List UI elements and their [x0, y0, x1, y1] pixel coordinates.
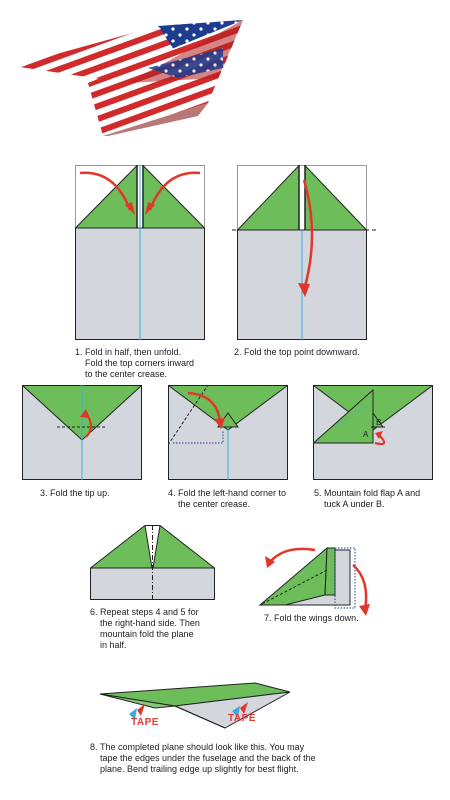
step-3-diagram: [22, 385, 142, 480]
step-2-diagram: [232, 165, 377, 340]
fold-arrow-icon: [269, 547, 316, 563]
step-5-caption: 5. Mountain fold flap A and tuck A under…: [314, 488, 421, 509]
step-4-diagram: [168, 385, 288, 480]
tape-label-left: TAPE: [131, 717, 159, 728]
tape-label-right: TAPE: [228, 713, 256, 724]
flap-b-label: B: [376, 418, 381, 427]
step-8-diagram: [99, 682, 291, 729]
step-8-caption: 8. The completed plane should look like …: [90, 742, 316, 774]
step-7-caption: 7. Fold the wings down.: [264, 613, 359, 623]
step-1-caption: 1. Fold in half, then unfold. Fold the t…: [75, 347, 195, 379]
fold-arrow-icon: [79, 171, 132, 211]
flap-a-label: A: [363, 430, 369, 439]
step-4-caption: 4. Fold the left-hand corner to the cent…: [168, 488, 287, 509]
step-2-caption: 2. Fold the top point downward.: [234, 347, 360, 357]
fold-arrow-icon: [374, 434, 386, 446]
flag-plane-illustration: [13, 20, 243, 136]
step-6-diagram: [90, 525, 215, 600]
step-1-diagram: [75, 165, 205, 340]
step-7-diagram: [258, 546, 370, 616]
tape-arrow-icon: [137, 704, 145, 716]
fold-arrow-icon: [302, 179, 314, 291]
step-5-diagram: A B: [313, 385, 433, 480]
step-3-caption: 3. Fold the tip up.: [40, 488, 110, 498]
step-6-caption: 6. Repeat steps 4 and 5 for the right-ha…: [90, 607, 200, 650]
